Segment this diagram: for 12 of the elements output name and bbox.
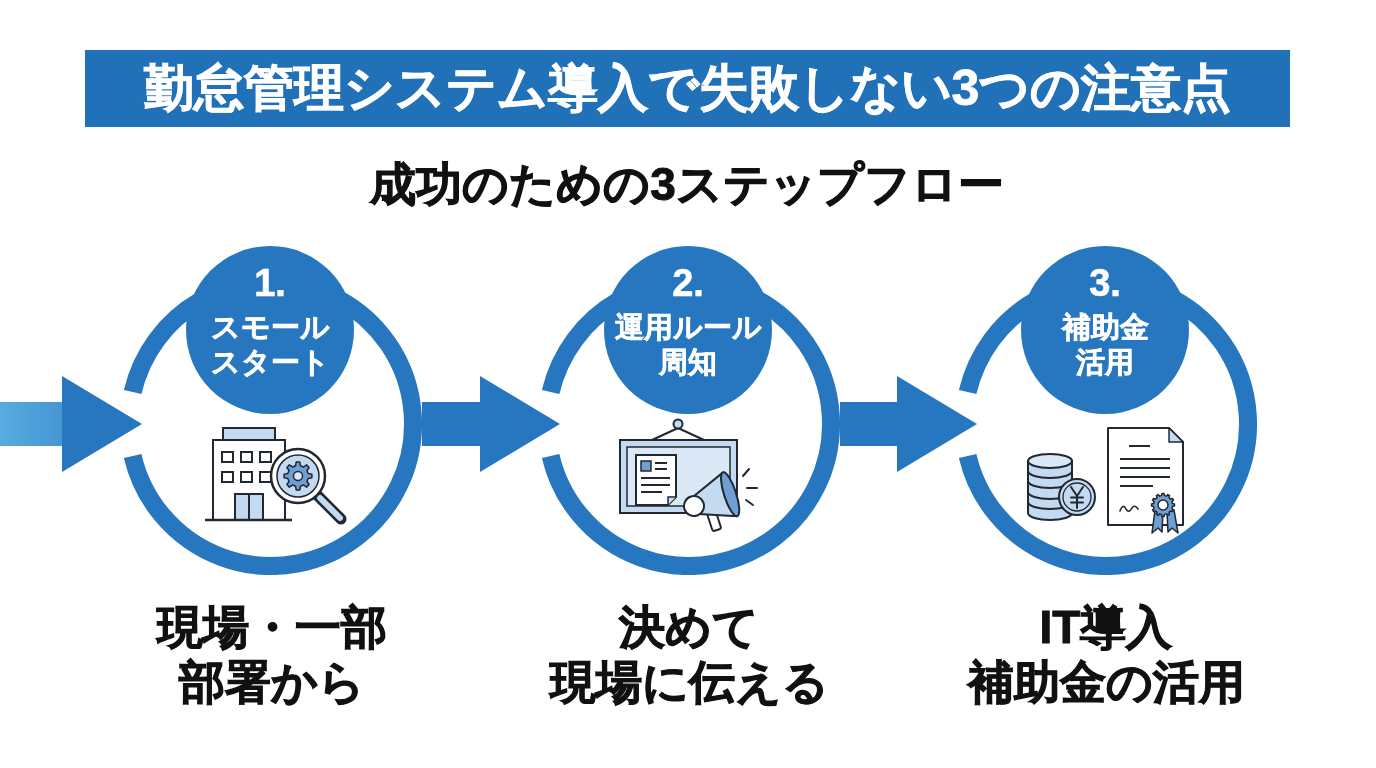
step-number: 2. (672, 262, 704, 304)
arrow (0, 376, 142, 472)
step-title: スモールスタート (210, 310, 330, 380)
title-banner: 勤怠管理システム導入で失敗しない3つの注意点 (85, 50, 1290, 127)
step-caption: 決めて現場に伝える (549, 600, 829, 710)
step-title: 運用ルール周知 (614, 310, 762, 380)
step-title: 補助金活用 (1061, 310, 1149, 380)
step-caption: 現場・一部部署から (157, 600, 387, 710)
step-caption: IT導入補助金の活用 (967, 600, 1245, 710)
step-number: 1. (254, 262, 286, 304)
subtitle: 成功のための3ステップフロー (370, 157, 1004, 211)
step-number: 3. (1089, 262, 1121, 304)
